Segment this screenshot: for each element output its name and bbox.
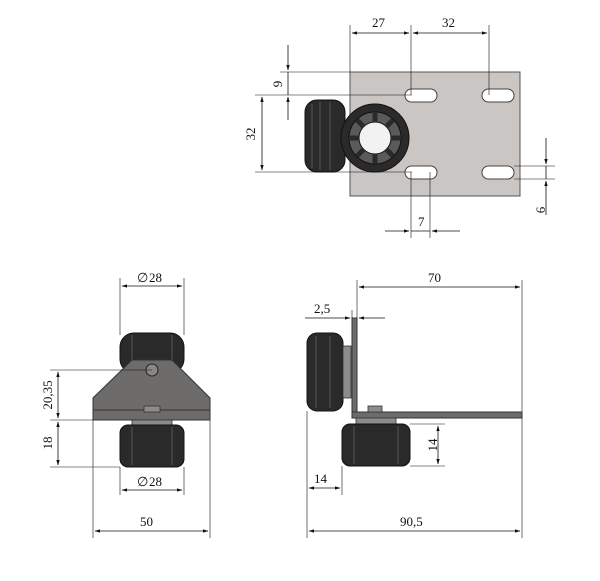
dim-32-horizontal: 32 [442,15,455,30]
slot-bottom-right [481,165,515,180]
dim-9: 9 [270,81,285,88]
side-view: 70 2,5 14 14 90,5 [305,270,523,538]
dim-14-vertical: 14 [425,438,440,452]
top-view: 27 32 9 32 7 6 [243,15,555,238]
dim-27: 27 [372,15,386,30]
dim-20-35: 20,35 [40,380,55,409]
diameter-symbol-top: ∅ [137,270,148,285]
side-upper-wheel [306,332,344,412]
lower-wheel [119,424,185,468]
dim-18: 18 [40,437,55,450]
slot-top-left [404,88,438,103]
front-view: ∅ 28 ∅ 28 20,35 18 50 [40,270,211,538]
horizontal-plate [351,411,523,419]
dim-2-5: 2,5 [314,301,330,316]
dim-32-vertical: 32 [243,128,258,141]
dim-diameter-28-bottom: 28 [149,474,162,489]
slot-bottom-left [404,165,438,180]
dim-70: 70 [428,270,441,285]
dim-7: 7 [418,214,425,229]
dim-14-horizontal: 14 [314,471,328,486]
wheel-side-top [304,99,346,173]
diameter-symbol-bottom: ∅ [137,474,148,489]
fastener-head [143,405,161,413]
side-hub [342,345,352,399]
dim-diameter-28-top: 28 [149,270,162,285]
dim-6: 6 [533,206,548,213]
dim-90-5: 90,5 [400,514,423,529]
vertical-plate [351,317,358,419]
slot-top-right [481,88,515,103]
dim-50: 50 [140,514,153,529]
side-lower-wheel [341,423,411,467]
